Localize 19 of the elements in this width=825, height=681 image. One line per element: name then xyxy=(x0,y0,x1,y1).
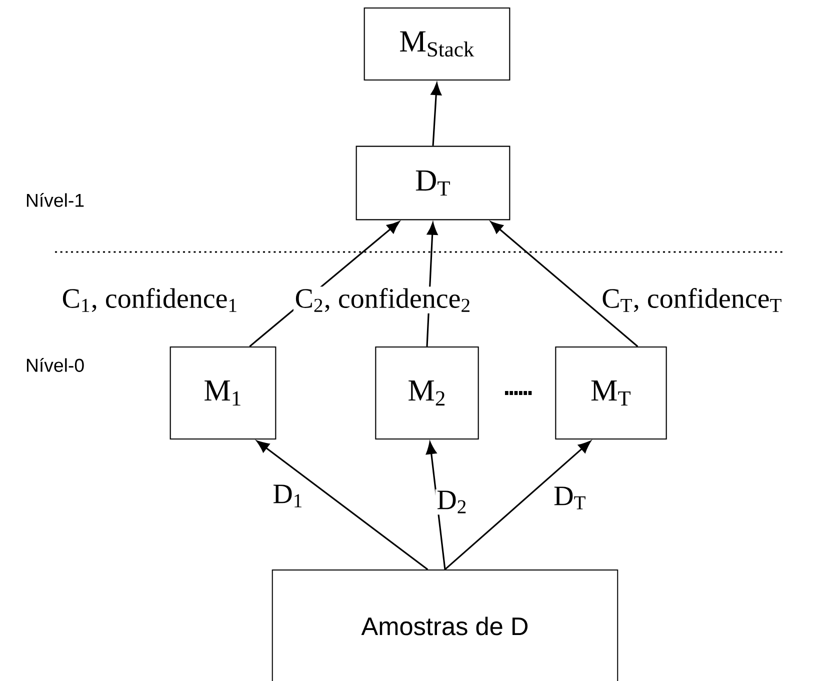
process-box: Amostras de D xyxy=(272,569,618,681)
process-box: M$_{2}$ xyxy=(375,346,479,440)
arrow xyxy=(426,442,446,570)
edge-label: D$_{2}$ xyxy=(435,489,469,515)
edge-label: C$_{T}$, confidence$_{T}$ xyxy=(600,286,784,314)
process-box: M$_{Stack}$ xyxy=(364,7,510,81)
process-box: D$_{T}$ xyxy=(356,146,510,220)
level-label: Nível-0 xyxy=(26,358,84,372)
arrow xyxy=(256,440,428,570)
arrow xyxy=(430,82,442,146)
edge-label: C$_{2}$, confidence$_{2}$ xyxy=(293,286,473,314)
arrow xyxy=(444,440,591,570)
process-box: M$_{1}$ xyxy=(170,346,276,440)
edge-label: C$_{1}$, confidence$_{1}$ xyxy=(60,286,240,314)
level-label: Nível-1 xyxy=(26,193,84,207)
process-box: M$_{T}$ xyxy=(555,346,667,440)
edge-label: D$_{1}$ xyxy=(271,483,305,509)
edge-label: D$_{T}$ xyxy=(552,485,588,511)
arrow xyxy=(490,221,638,348)
